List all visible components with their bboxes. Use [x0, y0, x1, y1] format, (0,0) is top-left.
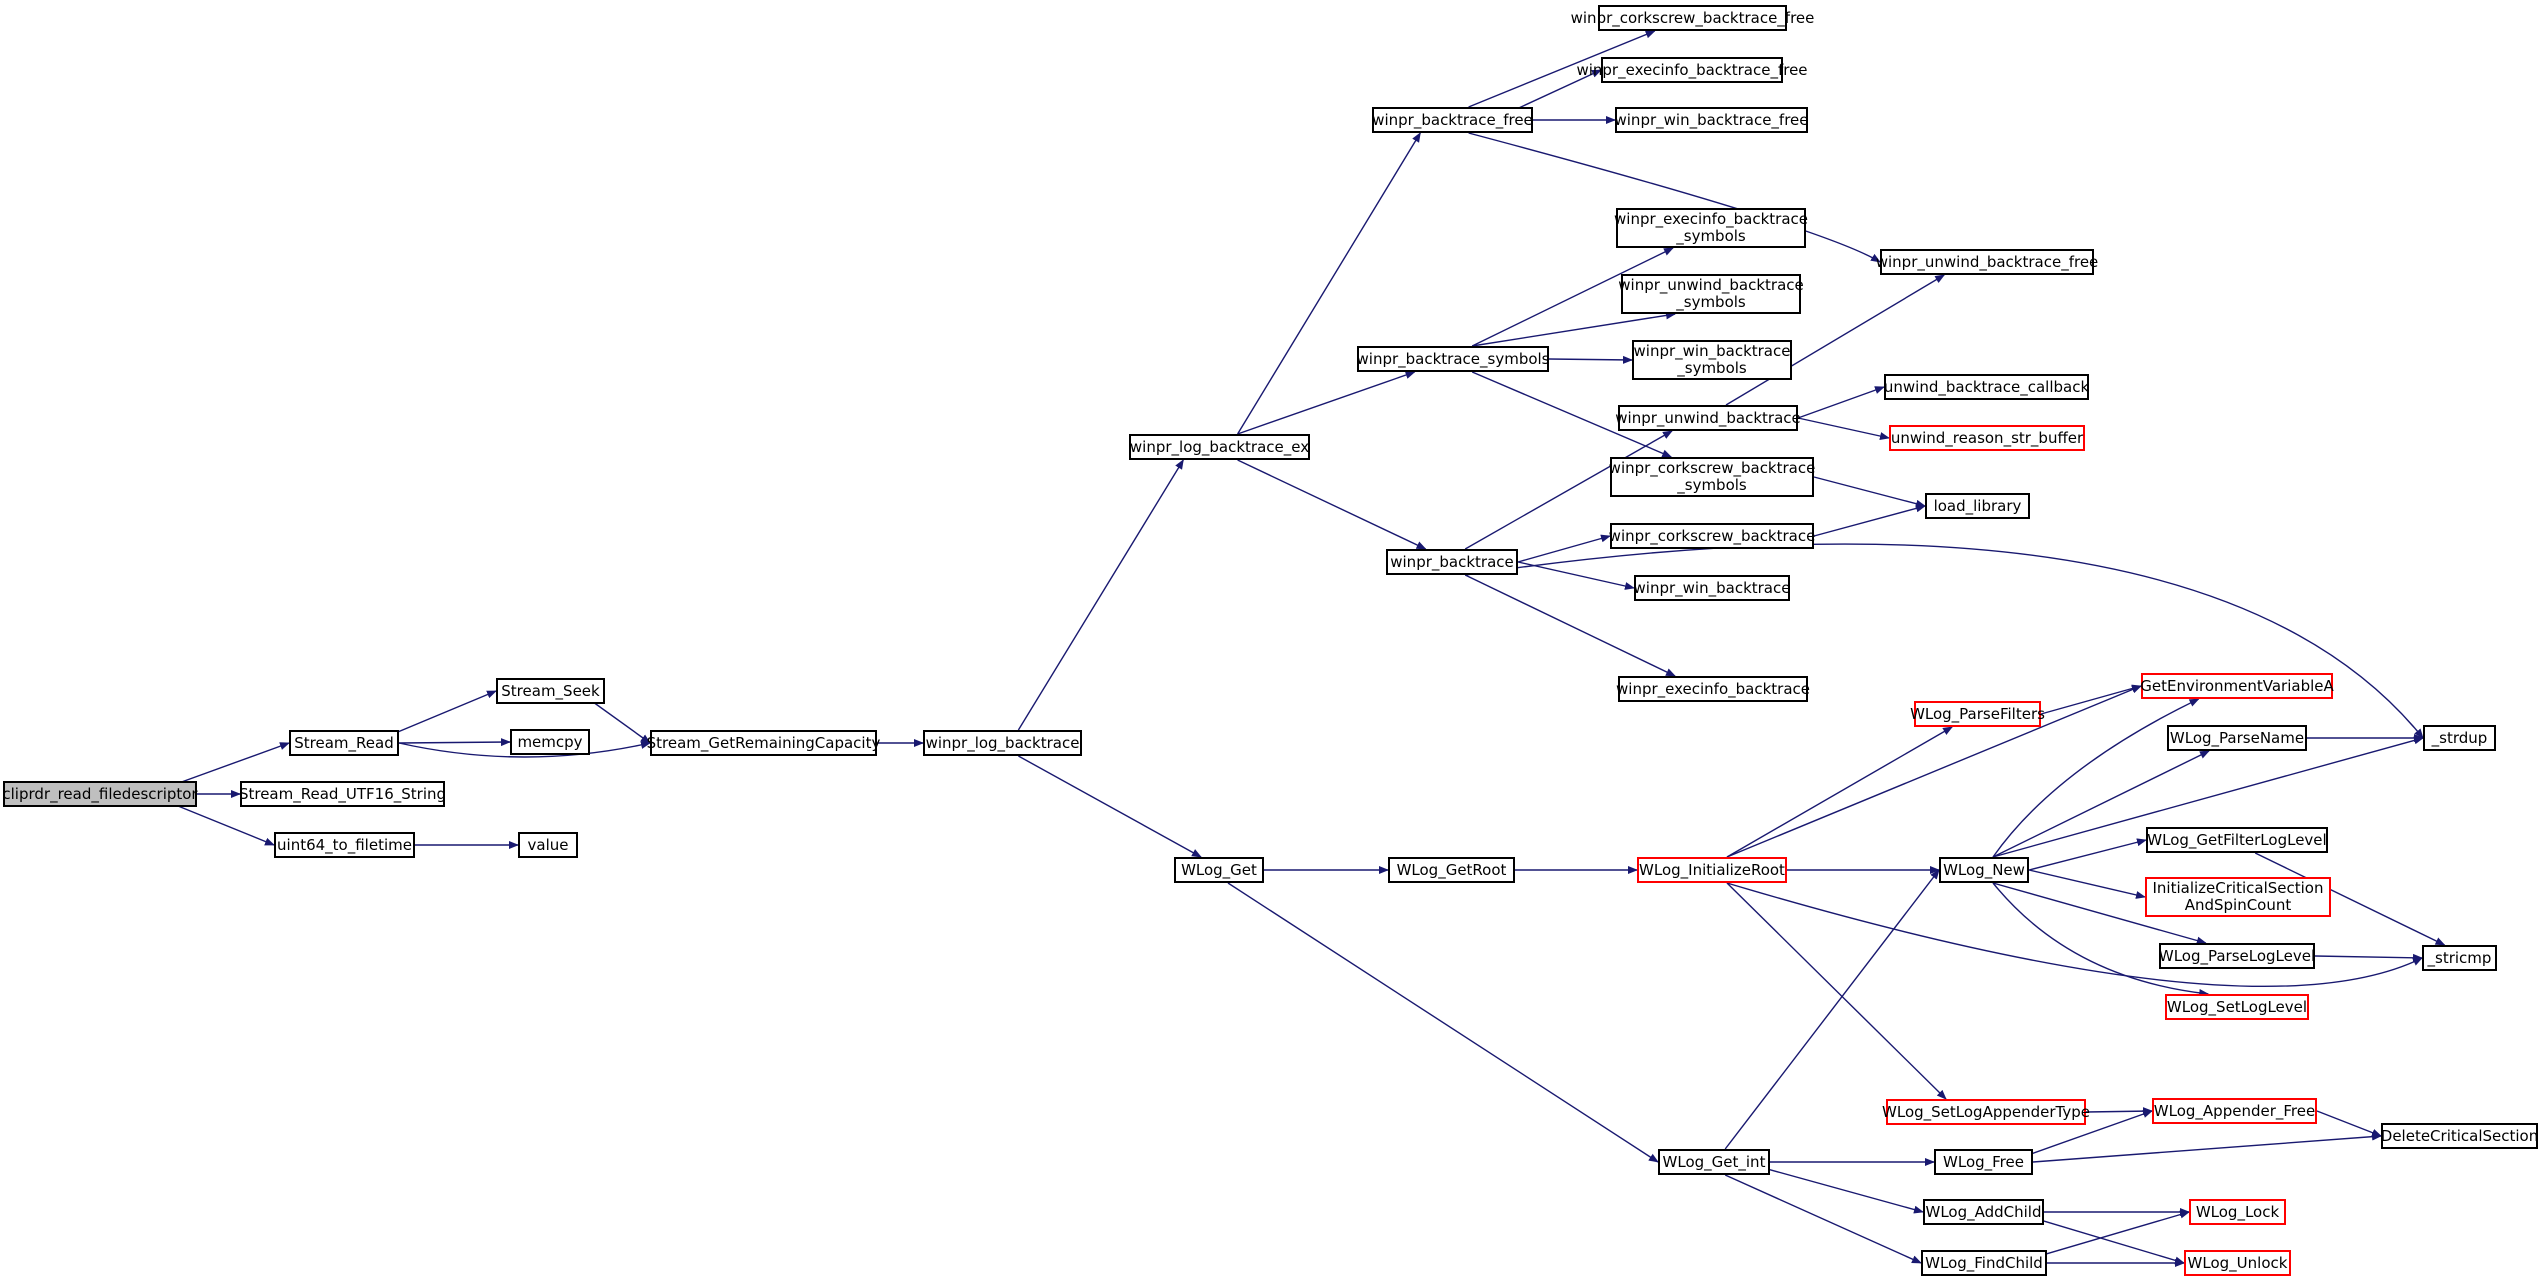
node-winpr-win-backtrace-symbols[interactable]: winpr_win_backtrace _symbols	[1632, 340, 1792, 380]
node-wlog-unlock[interactable]: WLog_Unlock	[2184, 1250, 2291, 1276]
node-value[interactable]: value	[518, 832, 578, 858]
edge-wlog-new-to-get-environment-variable-a	[1992, 698, 2200, 858]
node-wlog-set-log-level[interactable]: WLog_SetLogLevel	[2165, 994, 2309, 1020]
edge-winpr-unwind-backtrace-to-winpr-unwind-backtrace-free	[1725, 274, 1946, 406]
node-unwind-backtrace-callback[interactable]: unwind_backtrace_callback	[1884, 374, 2089, 400]
node-winpr-execinfo-backtrace-free[interactable]: winpr_execinfo_backtrace_free	[1576, 57, 1808, 83]
edge-winpr-log-backtrace-to-winpr-log-backtrace-ex	[1017, 459, 1184, 731]
node-stream-read[interactable]: Stream_Read	[289, 730, 399, 756]
edge-wlog-new-to-wlog-set-log-level	[1992, 882, 2210, 997]
node-memcpy[interactable]: memcpy	[510, 729, 590, 755]
node-wlog-get[interactable]: WLog_Get	[1174, 857, 1264, 883]
node-strdup[interactable]: _strdup	[2423, 725, 2496, 751]
node-wlog-parse-log-level[interactable]: WLog_ParseLogLevel	[2159, 943, 2315, 969]
node-wlog-find-child[interactable]: WLog_FindChild	[1921, 1250, 2047, 1276]
edge-winpr-backtrace-to-winpr-win-backtrace	[1517, 561, 1635, 590]
node-wlog-get-root[interactable]: WLog_GetRoot	[1388, 857, 1515, 883]
node-winpr-win-backtrace[interactable]: winpr_win_backtrace	[1634, 575, 1790, 601]
node-wlog-parse-filters[interactable]: WLog_ParseFilters	[1910, 701, 2045, 727]
edge-wlog-new-to-strdup	[1992, 736, 2424, 858]
node-winpr-execinfo-backtrace[interactable]: winpr_execinfo_backtrace	[1616, 676, 1810, 702]
node-stream-seek[interactable]: Stream_Seek	[496, 678, 605, 704]
node-wlog-appender-free[interactable]: WLog_Appender_Free	[2152, 1098, 2317, 1124]
node-winpr-backtrace-symbols[interactable]: winpr_backtrace_symbols	[1357, 346, 1550, 372]
edge-winpr-backtrace-to-strdup	[1465, 543, 2424, 739]
node-load-library[interactable]: load_library	[1925, 493, 2030, 519]
node-wlog-free[interactable]: WLog_Free	[1934, 1149, 2033, 1175]
edge-winpr-log-backtrace-ex-to-winpr-backtrace	[1237, 459, 1427, 550]
node-wlog-lock[interactable]: WLog_Lock	[2189, 1199, 2286, 1225]
edge-wlog-free-to-delete-critical-section	[2032, 1132, 2382, 1163]
node-winpr-unwind-backtrace[interactable]: winpr_unwind_backtrace	[1615, 405, 1801, 431]
edge-wlog-get-int-to-wlog-new	[1724, 869, 1940, 1150]
edge-wlog-get-to-wlog-get-int	[1227, 882, 1659, 1163]
node-winpr-win-backtrace-free[interactable]: winpr_win_backtrace_free	[1615, 107, 1809, 133]
edge-wlog-parse-log-level-to-stricmp	[2314, 953, 2423, 962]
node-uint64-to-filetime[interactable]: uint64_to_filetime	[274, 832, 415, 858]
node-stream-read-utf16-string[interactable]: Stream_Read_UTF16_String	[239, 781, 446, 807]
node-winpr-backtrace-free[interactable]: winpr_backtrace_free	[1372, 107, 1533, 133]
node-winpr-unwind-backtrace-free[interactable]: winpr_unwind_backtrace_free	[1876, 249, 2098, 275]
node-unwind-reason-str-buffer[interactable]: unwind_reason_str_buffer	[1889, 425, 2085, 451]
node-wlog-new[interactable]: WLog_New	[1939, 857, 2029, 883]
edge-winpr-unwind-backtrace-to-unwind-backtrace-callback	[1797, 386, 1885, 419]
node-wlog-set-log-appender-type[interactable]: WLog_SetLogAppenderType	[1882, 1099, 2090, 1125]
edge-wlog-new-to-initialize-critical-section-and-spin-count	[2028, 869, 2146, 899]
node-winpr-log-backtrace-ex[interactable]: winpr_log_backtrace_ex	[1129, 434, 1310, 460]
edge-wlog-get-int-to-wlog-find-child	[1724, 1174, 1922, 1264]
edge-wlog-initialize-root-to-wlog-parse-filters	[1726, 726, 1953, 858]
edge-stream-read-to-memcpy	[398, 738, 511, 747]
node-winpr-corkscrew-backtrace-free[interactable]: winpr_corkscrew_backtrace_free	[1571, 5, 1814, 31]
node-cliprdr-read-filedescriptor: cliprdr_read_filedescriptor	[2, 781, 198, 807]
edge-stream-read-to-stream-get-remaining-capacity	[398, 741, 651, 758]
edge-winpr-backtrace-to-winpr-unwind-backtrace	[1464, 430, 1673, 550]
edge-wlog-new-to-wlog-parse-name	[1992, 750, 2210, 858]
node-wlog-get-filter-log-level[interactable]: WLog_GetFilterLogLevel	[2146, 827, 2328, 853]
edge-winpr-corkscrew-backtrace-symbols-to-load-library	[1813, 476, 1926, 508]
node-wlog-add-child[interactable]: WLog_AddChild	[1923, 1199, 2044, 1225]
edge-winpr-backtrace-to-winpr-corkscrew-backtrace	[1517, 534, 1611, 563]
node-winpr-corkscrew-backtrace[interactable]: winpr_corkscrew_backtrace	[1609, 523, 1815, 549]
edge-wlog-appender-free-to-delete-critical-section	[2316, 1110, 2382, 1137]
edge-winpr-log-backtrace-ex-to-winpr-backtrace-symbols	[1237, 371, 1416, 435]
node-wlog-initialize-root[interactable]: WLog_InitializeRoot	[1637, 857, 1787, 883]
node-initialize-critical-section-and-spin-count[interactable]: InitializeCriticalSection AndSpinCount	[2145, 877, 2331, 917]
edge-wlog-new-to-wlog-parse-log-level	[1992, 882, 2207, 945]
edge-wlog-new-to-wlog-get-filter-log-level	[2028, 838, 2147, 871]
edge-wlog-parse-filters-to-get-environment-variable-a	[2040, 684, 2142, 715]
node-delete-critical-section[interactable]: DeleteCriticalSection	[2381, 1123, 2538, 1149]
node-get-environment-variable-a[interactable]: GetEnvironmentVariableA	[2140, 673, 2334, 699]
node-winpr-log-backtrace[interactable]: winpr_log_backtrace	[923, 730, 1082, 756]
node-winpr-corkscrew-backtrace-symbols[interactable]: winpr_corkscrew_backtrace _symbols	[1609, 457, 1815, 497]
node-stream-get-remaining-capacity[interactable]: Stream_GetRemainingCapacity	[647, 730, 880, 756]
edge-wlog-initialize-root-to-get-environment-variable-a	[1726, 685, 2142, 858]
edge-winpr-log-backtrace-to-wlog-get	[1018, 755, 1202, 858]
node-stricmp[interactable]: _stricmp	[2422, 945, 2497, 971]
edge-wlog-get-filter-log-level-to-stricmp	[2254, 852, 2446, 946]
edge-winpr-backtrace-to-winpr-execinfo-backtrace	[1464, 574, 1676, 677]
edge-winpr-log-backtrace-ex-to-winpr-backtrace-free	[1237, 132, 1421, 435]
edge-winpr-backtrace-symbols-to-winpr-win-backtrace-symbols	[1548, 355, 1633, 364]
node-wlog-get-int[interactable]: WLog_Get_int	[1658, 1149, 1770, 1175]
edge-winpr-backtrace-free-to-winpr-corkscrew-backtrace-free	[1468, 30, 1656, 108]
node-winpr-unwind-backtrace-symbols[interactable]: winpr_unwind_backtrace _symbols	[1618, 274, 1804, 314]
node-wlog-parse-name[interactable]: WLog_ParseName	[2167, 725, 2307, 751]
edge-wlog-set-log-appender-type-to-wlog-appender-free	[2085, 1107, 2153, 1116]
node-winpr-execinfo-backtrace-symbols[interactable]: winpr_execinfo_backtrace _symbols	[1614, 208, 1808, 248]
edge-winpr-backtrace-symbols-to-winpr-execinfo-backtrace-symbols	[1471, 247, 1674, 347]
edge-winpr-unwind-backtrace-to-unwind-reason-str-buffer	[1797, 417, 1890, 440]
edge-winpr-corkscrew-backtrace-to-load-library	[1813, 504, 1926, 537]
node-winpr-backtrace[interactable]: winpr_backtrace	[1386, 549, 1518, 575]
edge-winpr-backtrace-symbols-to-winpr-unwind-backtrace-symbols	[1472, 311, 1676, 347]
edge-wlog-initialize-root-to-wlog-set-log-appender-type	[1726, 882, 1947, 1100]
edge-wlog-initialize-root-to-stricmp	[1726, 882, 2423, 988]
edge-winpr-backtrace-symbols-to-winpr-corkscrew-backtrace-symbols	[1471, 371, 1673, 458]
